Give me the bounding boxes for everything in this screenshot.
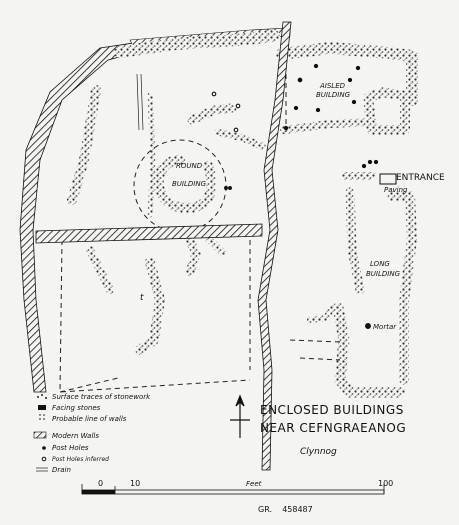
legend-facing-icon [38, 405, 46, 410]
label-round: ROUND BUILDING [172, 162, 207, 188]
legend-probable-text: Probable line of walls [52, 415, 127, 423]
label-paving: Paving [384, 186, 408, 194]
scale-bar [81, 484, 385, 495]
label-entrance: ENTRANCE [396, 173, 445, 183]
label-mortar: Mortar [373, 323, 397, 331]
title-line-2: NEAR CEFNGRAEANOG [260, 421, 406, 435]
modern-wall-vertical [257, 21, 292, 471]
legend-drain-text: Drain [52, 466, 71, 474]
legend-posthole-inferred-text: Post Holes inferred [52, 456, 109, 463]
legend: Surface traces of stonework Facing stone… [33, 393, 151, 474]
grid-reference: GR. 458487 [258, 505, 313, 514]
legend-postholes-text: Post Holes [52, 444, 89, 452]
probable-walls [59, 56, 341, 393]
stone-walls [67, 30, 418, 398]
title-line-1: ENCLOSED BUILDINGS [260, 403, 404, 417]
label-t: t [140, 293, 144, 303]
title-parish: Clynnog [300, 447, 337, 457]
paving-box [379, 173, 397, 185]
scale-unit: Feet [246, 480, 262, 488]
scale-tick-10: 10 [130, 479, 140, 488]
legend-modern-icon [33, 431, 47, 439]
legend-drain-icon [36, 467, 48, 472]
legend-surface-text: Surface traces of stonework [52, 393, 151, 401]
hatched-bank [19, 41, 141, 393]
modern-wall-horizontal [35, 223, 263, 244]
legend-probable-icon [39, 414, 45, 422]
label-aisled: AISLED BUILDING [316, 82, 351, 99]
label-long: LONG BUILDING [366, 260, 401, 278]
legend-modern-text: Modern Walls [52, 432, 99, 440]
drain [136, 73, 144, 131]
legend-posthole-icon [42, 446, 46, 450]
legend-facing-text: Facing stones [52, 404, 101, 412]
legend-posthole-inferred-icon [41, 456, 47, 462]
scale-tick-100: 100 [378, 479, 393, 488]
post-holes [211, 63, 379, 329]
scale-tick-0: 0 [98, 479, 103, 488]
north-arrow-icon [230, 394, 250, 438]
legend-surface-icon [37, 394, 47, 399]
